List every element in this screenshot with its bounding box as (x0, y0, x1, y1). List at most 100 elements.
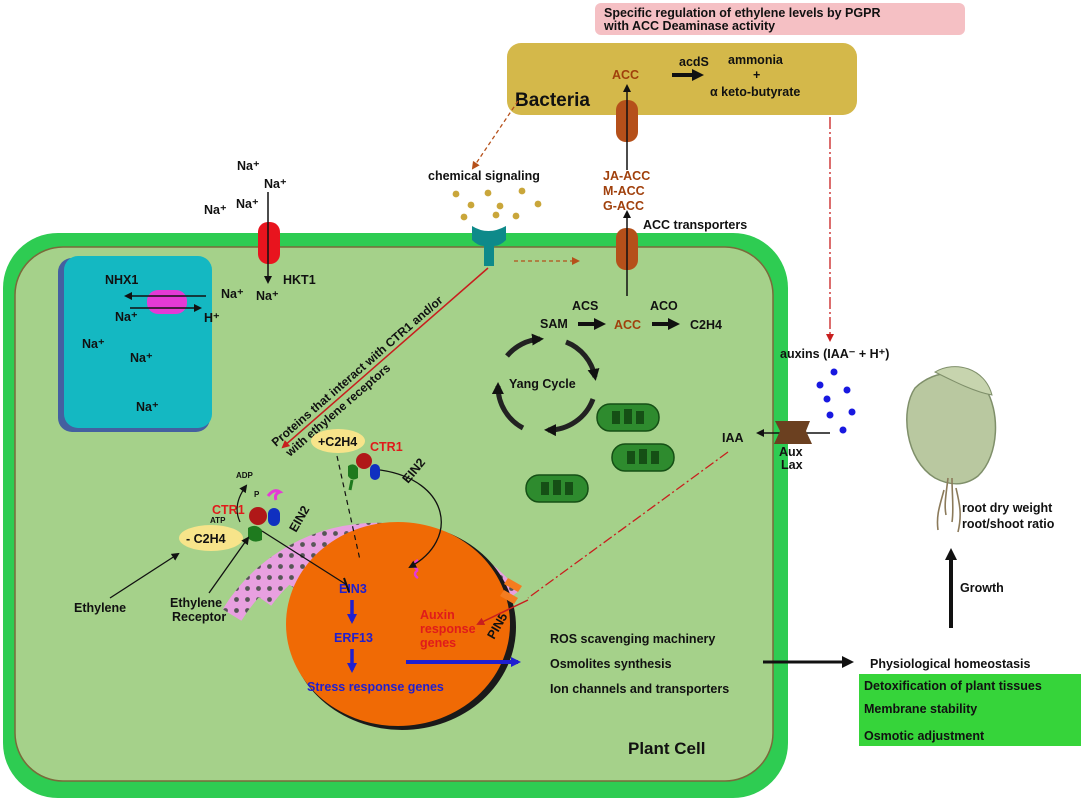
lax-label: Lax (781, 458, 803, 472)
na-outside-1: Na⁺ (237, 159, 260, 173)
m-acc: M-ACC (603, 184, 645, 198)
g-acc: G-ACC (603, 199, 644, 213)
auxin-genes-1: Auxin (420, 608, 455, 622)
plus-c2h4-badge (311, 429, 365, 453)
p-label: P (254, 490, 260, 499)
hkt1-label: HKT1 (283, 273, 316, 287)
ctr1-left-label: CTR1 (212, 503, 245, 517)
receptor-label-1: Ethylene (170, 596, 222, 610)
homeostasis-title: Physiological homeostasis (870, 657, 1031, 671)
chemical-signaling-label: chemical signaling (428, 169, 540, 183)
atp-label: ATP (210, 516, 226, 525)
receptor-top-protein (348, 464, 358, 480)
chloroplast-3 (525, 474, 589, 503)
response-2: Osmolites synthesis (550, 657, 672, 671)
bacteria-title: Bacteria (515, 90, 590, 111)
ein2-top-protein (370, 464, 380, 480)
minus-c2h4-label: - C2H4 (186, 532, 226, 546)
receptor-protein (472, 226, 506, 266)
aco-label: ACO (650, 299, 678, 313)
auxin-molecules (816, 368, 856, 434)
iaa-label: IAA (722, 431, 744, 445)
banner-line-1: Specific regulation of ethylene levels b… (604, 6, 880, 20)
erf13-label: ERF13 (334, 631, 373, 645)
ctr1-top-protein (356, 453, 372, 469)
receptor-protein-arrow (281, 267, 489, 449)
auxin-label: auxins (IAA⁻ + H⁺) (780, 347, 889, 361)
aux-label: Aux (779, 445, 803, 459)
ein2-left-protein (268, 508, 280, 526)
bacteria-box (507, 43, 857, 115)
hkt1-channel (258, 222, 280, 264)
yang-cycle-arrows (491, 333, 600, 437)
sam-label: SAM (540, 317, 568, 331)
c2h4-product: C2H4 (690, 318, 722, 332)
nhx1-transporter (147, 290, 187, 314)
lettuce-plant-image (906, 366, 997, 533)
root-shoot-ratio-label: root/shoot ratio (962, 517, 1055, 531)
product-plus: + (753, 68, 760, 82)
acds-label: acdS (679, 55, 709, 69)
plus-c2h4-label: +C2H4 (318, 435, 357, 449)
vacuole-na-3: Na⁺ (130, 351, 153, 365)
ethylene-arrow (109, 552, 180, 599)
ethylene-label: Ethylene (74, 601, 126, 615)
product-keto-butyrate: α keto-butyrate (710, 85, 800, 99)
yang-cycle-label: Yang Cycle (509, 377, 576, 391)
pin5-to-genes-arrow (476, 599, 529, 626)
receptor-top-stem (348, 479, 354, 491)
pin5-transporter (500, 578, 522, 604)
aux-lax-transporter (774, 421, 812, 444)
homeostasis-box (859, 674, 1081, 746)
response-3: Ion channels and transporters (550, 682, 729, 696)
ja-acc: JA-ACC (603, 169, 650, 183)
ctr1-top-label: CTR1 (370, 440, 403, 454)
biosynthesis-acc: ACC (614, 318, 641, 332)
growth-label: Growth (960, 581, 1004, 595)
plant-cell-label: Plant Cell (628, 739, 705, 758)
homeostasis-item-3: Osmotic adjustment (864, 729, 985, 743)
nhx1-label: NHX1 (105, 273, 138, 287)
adp-label: ADP (236, 471, 254, 480)
nhx1-na-out: Na⁺ (221, 287, 244, 301)
ein2-to-nucleus-arrow (379, 469, 442, 568)
ppgr-banner (595, 3, 965, 35)
auxin-to-pin5-line (527, 451, 729, 599)
acc-transporters-label: ACC transporters (643, 218, 747, 232)
product-ammonia: ammonia (728, 53, 784, 67)
auxin-genes-3: genes (420, 636, 456, 650)
vacuole-na-4: Na⁺ (136, 400, 159, 414)
chloroplast-1 (596, 403, 660, 432)
phosphate-group (266, 489, 284, 501)
homeostasis-item-1: Detoxification of plant tissues (864, 679, 1042, 693)
hkt1-na: Na⁺ (256, 289, 279, 303)
banner-line-2: with ACC Deaminase activity (603, 19, 775, 33)
minus-c2h4-badge (179, 525, 243, 551)
bacteria-acc: ACC (612, 68, 639, 82)
na-outside-2: Na⁺ (264, 177, 287, 191)
na-outside-3: Na⁺ (236, 197, 259, 211)
ctr1-left-protein (249, 507, 267, 525)
receptor-label-2: Receptor (172, 610, 226, 624)
ctr1-inhibition-bar (343, 577, 350, 593)
vacuole-na-2: Na⁺ (82, 337, 105, 351)
receptor-arrow (208, 536, 250, 594)
response-1: ROS scavenging machinery (550, 632, 715, 646)
ein3-label: EIN3 (339, 582, 367, 596)
ctr1-inhibition-line (261, 530, 348, 586)
stress-genes-label: Stress response genes (307, 680, 444, 694)
acs-label: ACS (572, 299, 598, 313)
root-dry-weight-label: root dry weight (962, 501, 1053, 515)
signal-molecules (452, 187, 542, 221)
atp-adp-arrow (236, 484, 248, 523)
bacteria-signal-arrow (471, 100, 519, 170)
chloroplast-2 (611, 443, 675, 472)
vacuole-na-1: Na⁺ (115, 310, 138, 324)
nucleus (286, 522, 510, 726)
homeostasis-item-2: Membrane stability (864, 702, 977, 716)
nhx1-h: H⁺ (204, 311, 220, 325)
auxin-genes-2: response (420, 622, 476, 636)
na-outside-4: Na⁺ (204, 203, 227, 217)
